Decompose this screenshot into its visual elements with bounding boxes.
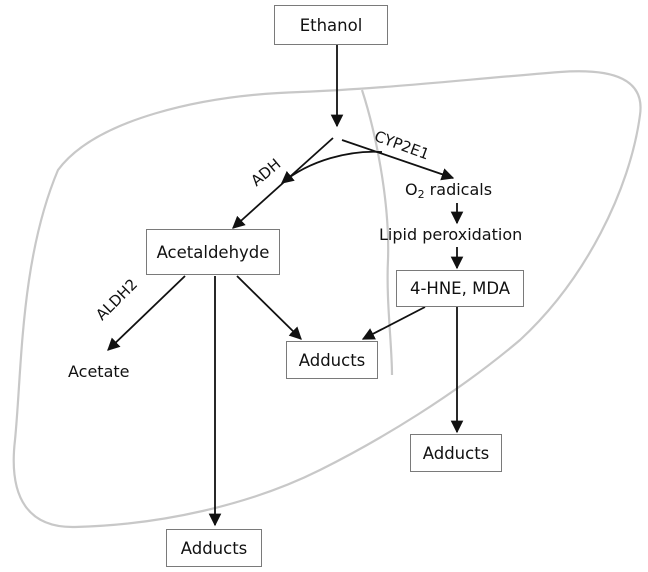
arrow-cyp2e1-to-o2 xyxy=(341,139,455,181)
acetate-label: Acetate xyxy=(68,362,130,381)
hne-mda-label: 4-HNE, MDA xyxy=(409,279,511,298)
o2-radicals-label: O2 radicals xyxy=(405,180,493,201)
adducts-bottom-box: Adducts xyxy=(166,529,262,567)
adducts-right-label: Adducts xyxy=(422,443,490,463)
ethanol-label: Ethanol xyxy=(299,15,363,35)
adducts-bottom-label: Adducts xyxy=(180,538,248,558)
ethanol-box: Ethanol xyxy=(274,5,388,45)
arrow-acetaldehyde-to-adducts-center xyxy=(236,275,302,340)
arrow-curve-to-adh xyxy=(281,150,383,184)
adducts-right-box: Adducts xyxy=(410,434,502,472)
lipid-peroxidation-label: Lipid peroxidation xyxy=(379,225,523,244)
arrow-acetaldehyde-to-acetate xyxy=(107,275,186,351)
arrow-hne-to-adducts-center xyxy=(361,306,426,340)
liver-outline xyxy=(12,70,642,529)
hne-mda-box: 4-HNE, MDA xyxy=(396,270,524,307)
adducts-center-box: Adducts xyxy=(286,341,378,379)
acetaldehyde-label: Acetaldehyde xyxy=(156,242,270,262)
liver-lobe-line xyxy=(360,89,394,376)
acetaldehyde-box: Acetaldehyde xyxy=(146,229,280,275)
adducts-center-label: Adducts xyxy=(298,350,366,370)
